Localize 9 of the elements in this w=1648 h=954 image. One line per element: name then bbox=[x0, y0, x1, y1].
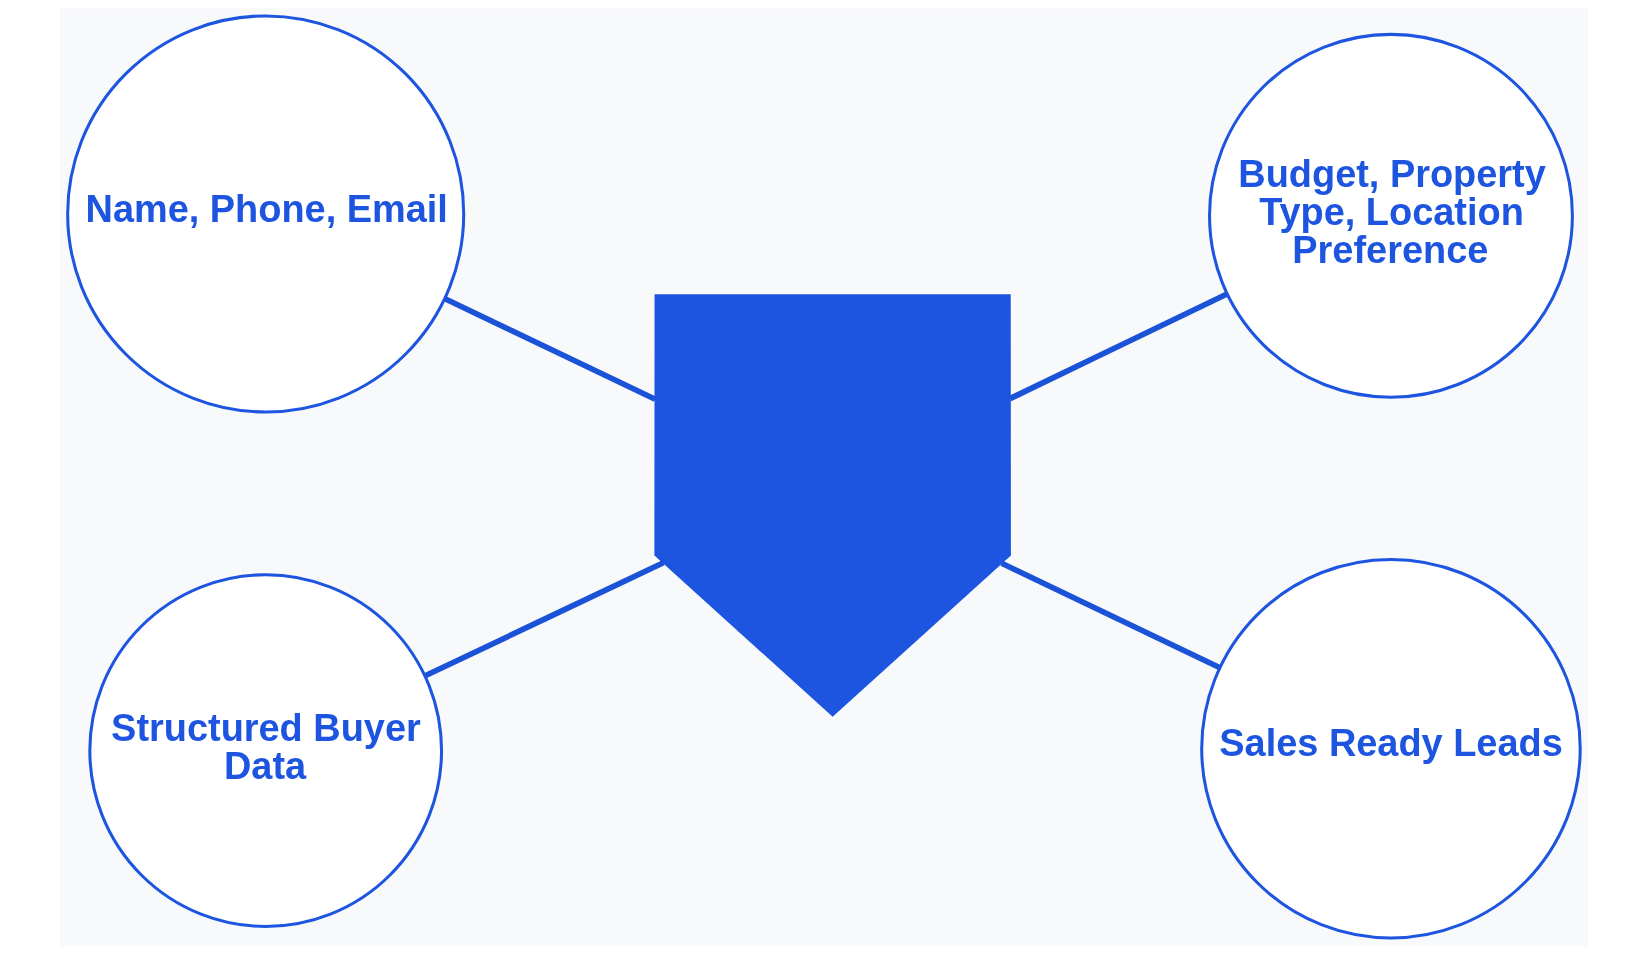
connector bbox=[424, 560, 665, 679]
connector bbox=[1000, 560, 1221, 671]
node-shield bbox=[654, 294, 1011, 717]
node-circle: Budget, Property Type, Location Preference bbox=[1208, 32, 1574, 399]
node-circle: Sales Ready Leads bbox=[1200, 557, 1582, 940]
node-circle: Name, Phone, Email bbox=[66, 14, 466, 414]
node-circle: Structured Buyer Data bbox=[88, 573, 444, 928]
connector bbox=[443, 296, 657, 402]
connector bbox=[1008, 291, 1229, 402]
